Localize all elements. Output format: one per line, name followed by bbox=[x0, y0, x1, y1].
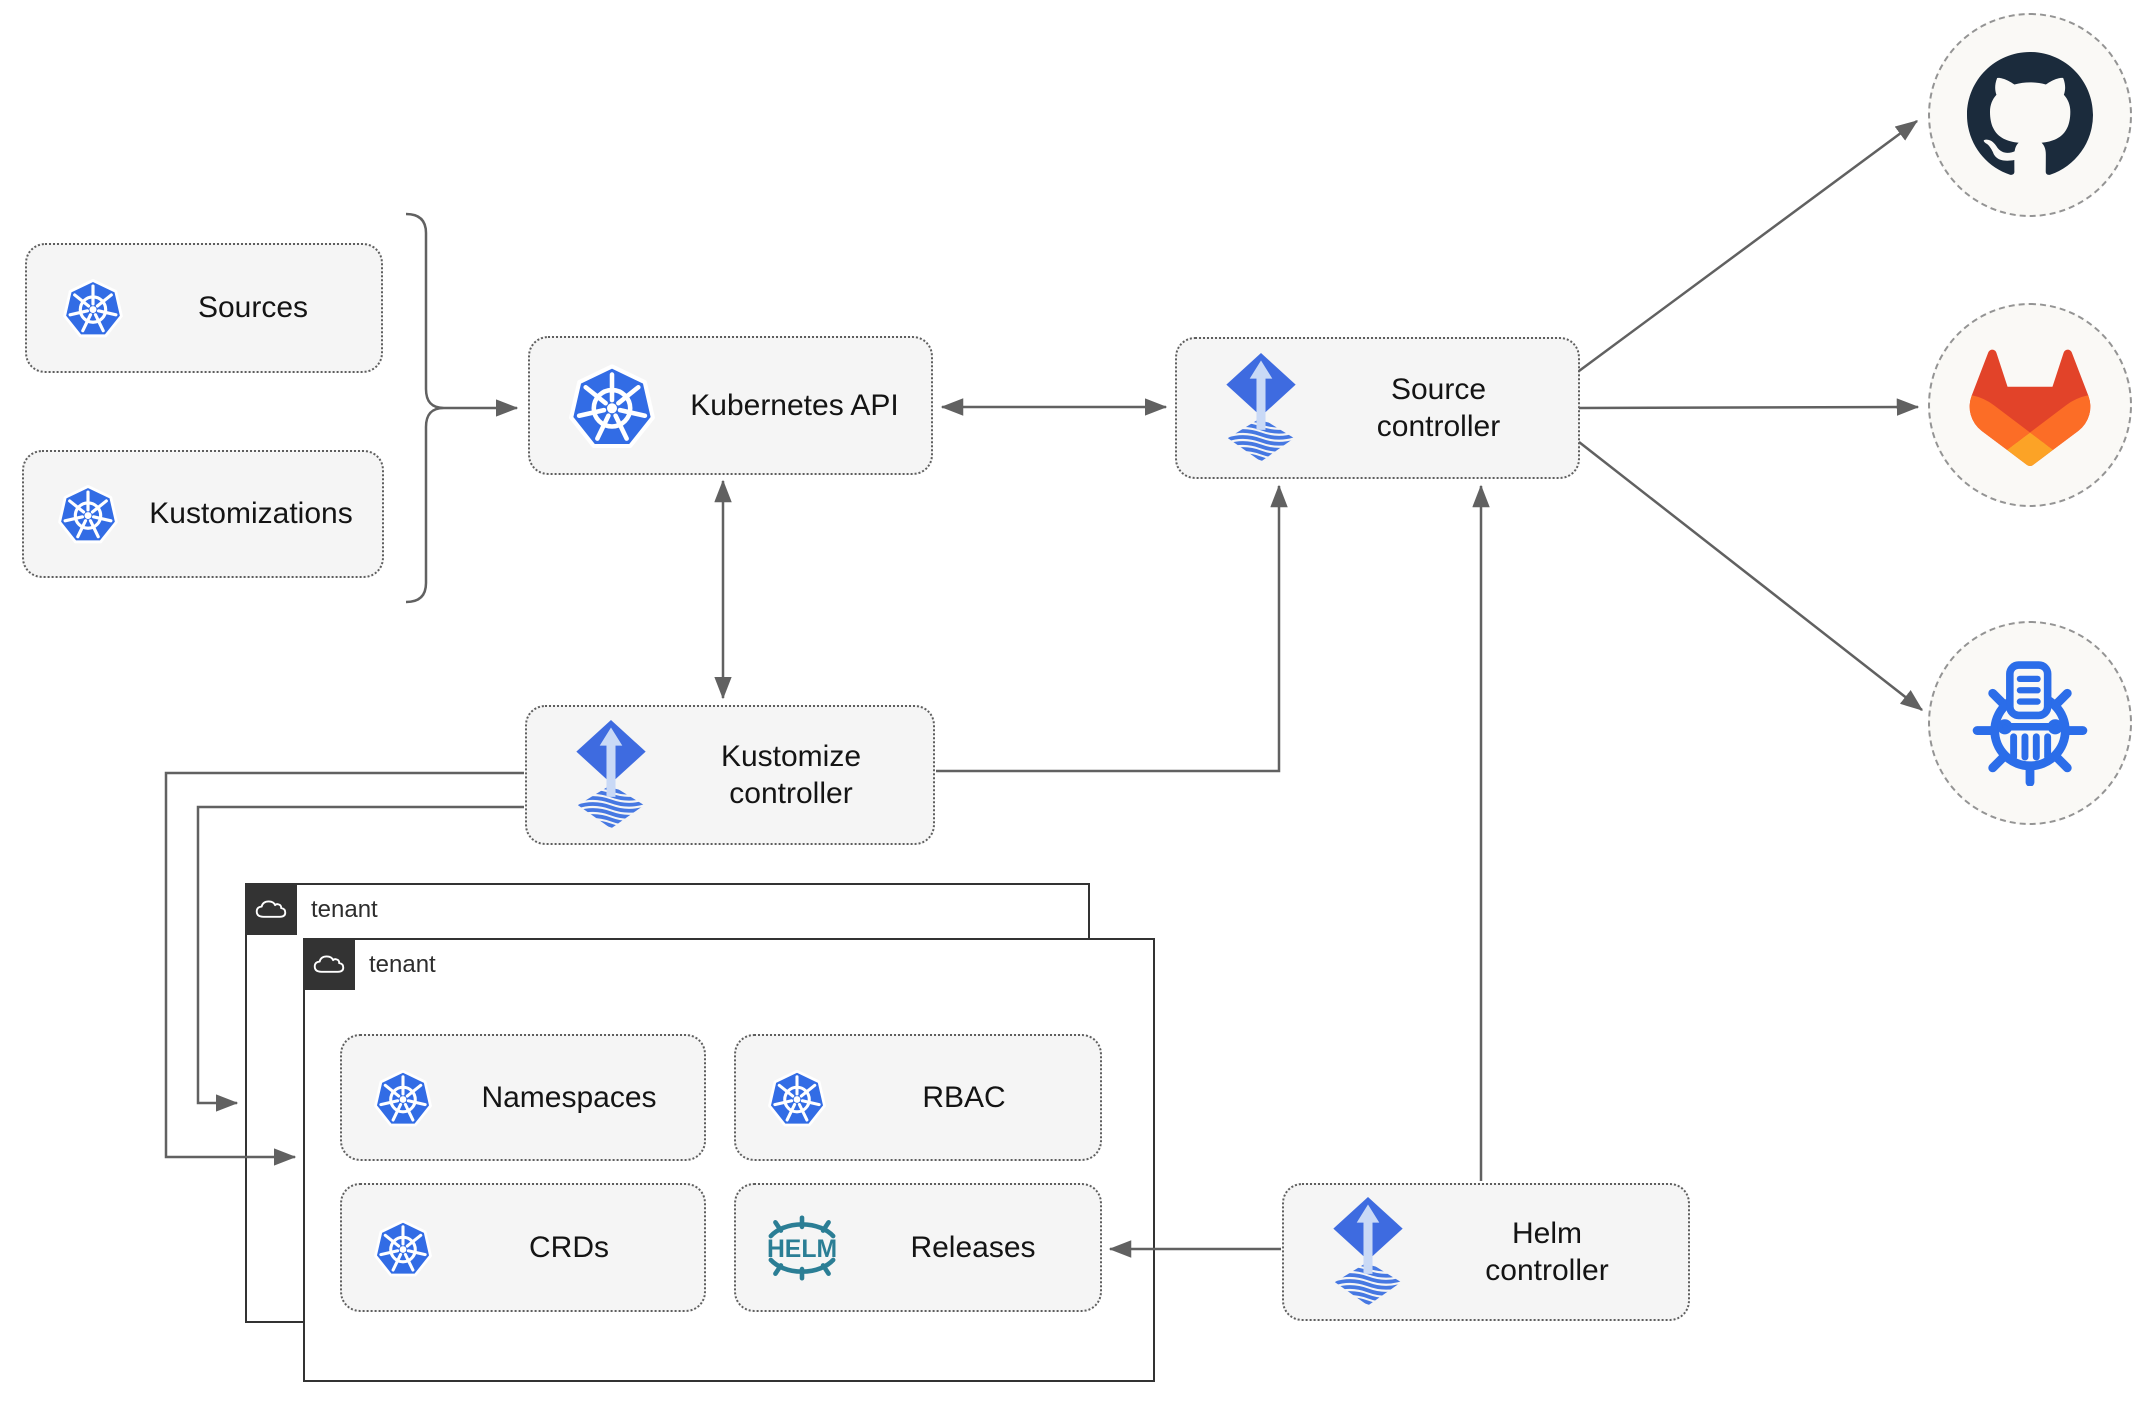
node-kubernetes-api-label: Kubernetes API bbox=[690, 388, 899, 422]
connector-source-to-github bbox=[1578, 119, 1919, 373]
connector-source-to-gitlab bbox=[1578, 398, 1920, 416]
node-kustomize-controller: Kustomize controller bbox=[525, 705, 935, 845]
kubernetes-icon bbox=[566, 360, 658, 452]
tenant-outer-tab bbox=[244, 882, 297, 935]
node-releases: Releases bbox=[734, 1183, 1102, 1312]
kubernetes-icon bbox=[766, 1067, 828, 1129]
endpoint-github bbox=[1928, 13, 2132, 217]
cloud-icon bbox=[311, 951, 347, 976]
chartmuseum-icon bbox=[1967, 660, 2093, 786]
endpoint-gitlab bbox=[1928, 303, 2132, 507]
endpoint-chartmuseum bbox=[1928, 621, 2132, 825]
bracket-sources-kustomizations bbox=[405, 212, 445, 604]
node-source-controller: Source controller bbox=[1175, 337, 1580, 479]
node-sources: Sources bbox=[25, 243, 383, 373]
tenant-outer-label: tenant bbox=[311, 896, 378, 923]
flux-icon bbox=[1330, 1197, 1406, 1307]
cloud-icon bbox=[253, 896, 289, 921]
tenant-inner-tab bbox=[302, 937, 355, 990]
helm-icon bbox=[758, 1215, 846, 1281]
gitlab-icon bbox=[1964, 343, 2096, 467]
tenant-inner-label: tenant bbox=[369, 951, 436, 978]
node-namespaces-label: Namespaces bbox=[481, 1080, 657, 1114]
node-helm-controller-label: Helm controller bbox=[1485, 1216, 1609, 1288]
kubernetes-icon bbox=[372, 1067, 434, 1129]
node-kubernetes-api: Kubernetes API bbox=[528, 336, 933, 475]
kubernetes-icon bbox=[61, 276, 125, 340]
node-rbac-label: RBAC bbox=[922, 1080, 1006, 1114]
node-kustomize-controller-label: Kustomize controller bbox=[720, 739, 862, 811]
node-rbac: RBAC bbox=[734, 1034, 1102, 1161]
github-icon bbox=[1967, 52, 2093, 178]
connector-kustomize-to-source bbox=[936, 484, 1288, 773]
connector-source-to-chartmuseum bbox=[1578, 441, 1923, 711]
flux-icon bbox=[1223, 353, 1299, 463]
node-source-controller-label: Source controller bbox=[1376, 372, 1501, 444]
flux-icon bbox=[573, 720, 649, 830]
node-kustomizations-label: Kustomizations bbox=[149, 497, 353, 531]
node-crds: CRDs bbox=[340, 1183, 706, 1312]
node-kustomizations: Kustomizations bbox=[22, 450, 384, 578]
kubernetes-icon bbox=[56, 482, 120, 546]
node-releases-label: Releases bbox=[910, 1230, 1036, 1264]
node-crds-label: CRDs bbox=[529, 1230, 609, 1264]
kubernetes-icon bbox=[372, 1217, 434, 1279]
node-namespaces: Namespaces bbox=[340, 1034, 706, 1161]
node-sources-label: Sources bbox=[197, 291, 309, 325]
node-helm-controller: Helm controller bbox=[1282, 1183, 1690, 1321]
